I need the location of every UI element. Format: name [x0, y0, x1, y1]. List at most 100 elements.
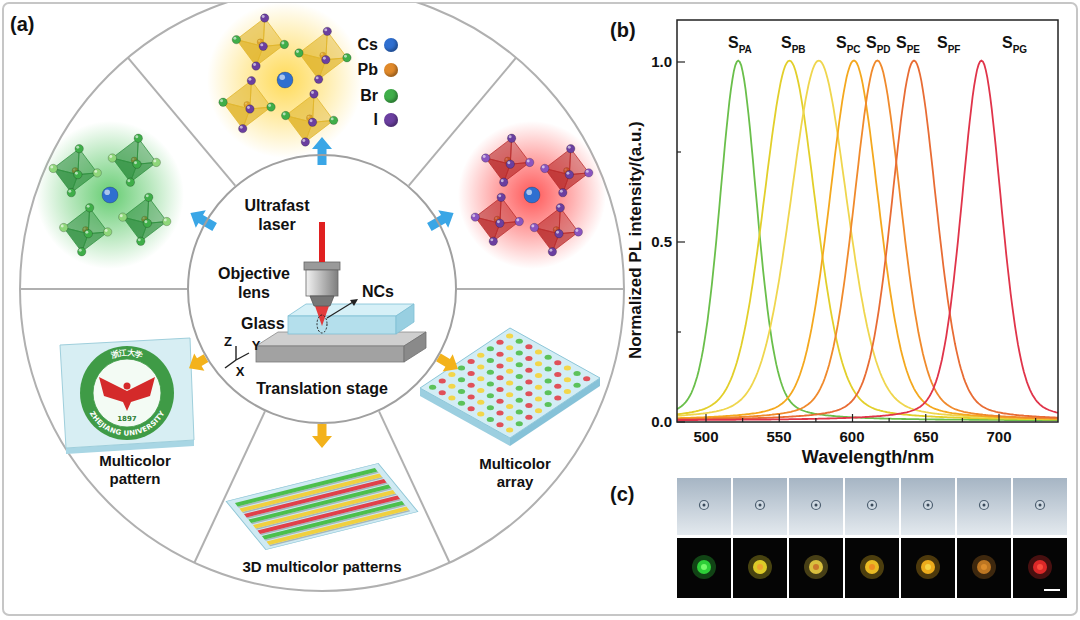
- atom: [133, 160, 141, 168]
- atom-highlight: [531, 225, 534, 228]
- atom: [152, 158, 160, 166]
- array-dot: [525, 391, 532, 396]
- axis-tick: [677, 151, 681, 152]
- peak-label: S: [836, 33, 847, 52]
- emission-spot: [865, 560, 879, 574]
- tick-label: 650: [913, 428, 938, 446]
- node-label: Ultrafast laser: [237, 196, 317, 234]
- array-dot: [506, 357, 513, 362]
- atom: [163, 217, 171, 225]
- spectrum-curve: [677, 61, 1058, 420]
- atom-highlight: [526, 189, 532, 195]
- atom: [103, 228, 111, 236]
- array-dot: [496, 399, 503, 404]
- tick-label: 700: [986, 428, 1011, 446]
- spectrum-curve: [677, 61, 1058, 421]
- atom-highlight: [240, 126, 243, 129]
- particle-core: [927, 504, 930, 507]
- axis-tick: [677, 421, 685, 422]
- wheel-spoke: [194, 411, 265, 562]
- particle-core: [1039, 504, 1042, 507]
- atom: [49, 164, 57, 172]
- micrograph-tile: [733, 478, 787, 535]
- flow-arrow: [312, 424, 332, 448]
- node-label: NCs: [362, 282, 394, 301]
- node-label: Multicolor pattern: [85, 452, 185, 488]
- atom: [259, 42, 267, 50]
- array-dot: [448, 372, 455, 377]
- tick-label: 550: [766, 428, 791, 446]
- array-dot: [564, 389, 571, 394]
- atom-highlight: [87, 205, 90, 208]
- atom-highlight: [146, 194, 149, 197]
- array-dot: [535, 408, 542, 413]
- octahedron-face: [123, 197, 149, 223]
- array-dot: [506, 333, 513, 338]
- emission-halo: [972, 555, 996, 579]
- atom-highlight: [490, 238, 493, 241]
- atom-highlight: [220, 99, 223, 102]
- spectrum-curve: [677, 61, 1058, 420]
- octahedron-face: [223, 81, 251, 109]
- array-dot: [487, 393, 494, 398]
- atom-highlight: [79, 249, 82, 252]
- wheel-spoke: [409, 58, 516, 186]
- array-dot: [516, 421, 523, 426]
- array-dot: [477, 388, 484, 393]
- axis-line: [236, 353, 249, 360]
- peak-label: S: [866, 33, 877, 52]
- wheel-spoke: [20, 288, 187, 290]
- atom-highlight: [556, 231, 559, 234]
- logo-text: 1897: [117, 415, 137, 423]
- atom: [585, 169, 593, 177]
- emission-halo: [916, 555, 940, 579]
- octahedron-face: [299, 31, 327, 59]
- emission-tile: [789, 538, 843, 598]
- array-dot: [458, 366, 465, 371]
- plot-frame: [677, 20, 1058, 422]
- atom-highlight: [557, 205, 560, 208]
- array-dot: [564, 366, 571, 371]
- wheel-spoke: [457, 288, 624, 290]
- array-dot: [496, 352, 503, 357]
- spectrum-curve: [677, 61, 1058, 419]
- atom-highlight: [344, 55, 347, 58]
- stripe: [262, 501, 405, 539]
- stage-side: [404, 332, 426, 362]
- emission-tile: [1013, 538, 1067, 598]
- array-dot: [487, 358, 494, 363]
- glass-front: [288, 316, 396, 334]
- atom: [108, 154, 116, 162]
- array-dot: [487, 417, 494, 422]
- emission-tile: [845, 538, 899, 598]
- array-dot: [477, 400, 484, 405]
- atom: [343, 54, 351, 62]
- axis-line: [235, 346, 236, 360]
- array-dot: [458, 377, 465, 382]
- emission-halo: [692, 555, 716, 579]
- particle-core: [983, 504, 986, 507]
- array-dot: [458, 389, 465, 394]
- array-dot: [487, 405, 494, 410]
- array-dot: [496, 387, 503, 392]
- array-dot: [468, 394, 475, 399]
- stage-front: [256, 346, 404, 362]
- atom-highlight: [105, 229, 108, 232]
- axis-tick: [1035, 418, 1036, 422]
- atom: [556, 204, 564, 212]
- axis-tick: [925, 414, 926, 422]
- atom-highlight: [144, 220, 147, 223]
- array-dot: [516, 398, 523, 403]
- emission-core: [701, 564, 707, 570]
- axis-tick: [779, 414, 780, 422]
- atom-highlight: [472, 214, 475, 217]
- node-label: Translation stage: [247, 379, 397, 398]
- array-dot: [506, 392, 513, 397]
- atom-highlight: [311, 91, 314, 94]
- atom-highlight: [104, 189, 110, 195]
- axis-tick: [889, 418, 890, 422]
- array-dot: [545, 367, 552, 372]
- atom-highlight: [260, 43, 263, 46]
- emission-spot: [697, 560, 711, 574]
